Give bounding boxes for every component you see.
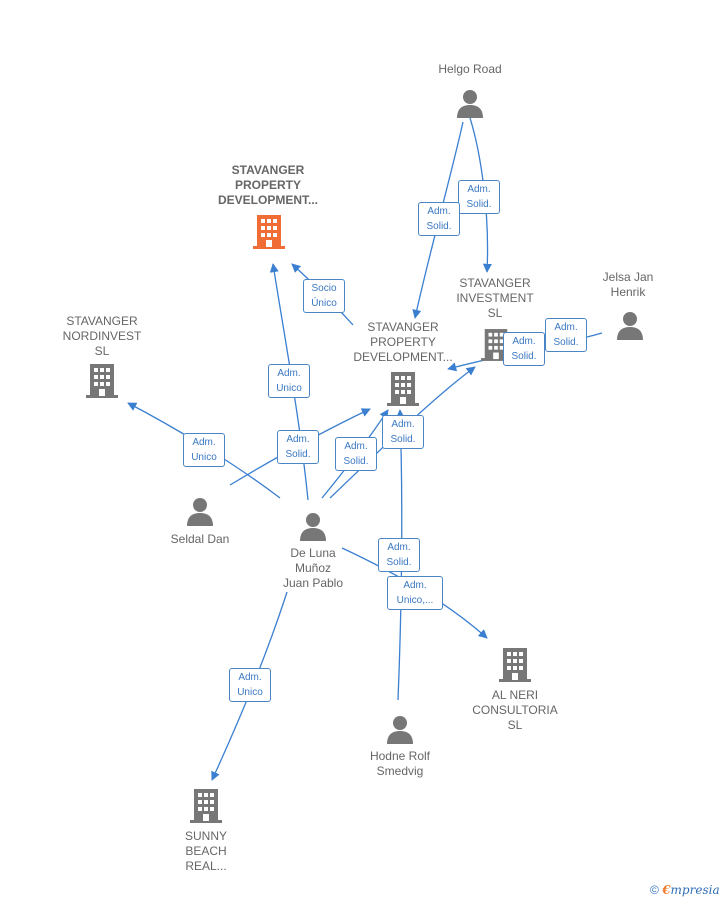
empresia-logo[interactable]: © €mpresia [650,883,720,897]
node-label: AL NERI CONSULTORIA SL [472,688,558,732]
edge-label-property2-main[interactable]: Socio Único [303,279,345,313]
person-icon [617,312,643,340]
node-helgo-road[interactable]: Helgo Road [420,62,520,122]
node-label: Seldal Dan [170,532,230,546]
copyright-icon: © [650,883,659,897]
node-hodne-rolf[interactable]: Hodne Rolf Smedvig [358,714,442,780]
node-label: Helgo Road [438,62,502,76]
person-icon [457,90,483,118]
edge-label-deluna-main[interactable]: Adm. Unico [268,364,310,398]
node-seldal-dan[interactable]: Seldal Dan [160,496,240,548]
building-icon [387,372,419,406]
building-icon [499,648,531,682]
node-al-neri[interactable]: AL NERI CONSULTORIA SL [465,648,565,734]
edge-label-helgo-investment[interactable]: Adm. Solid. [458,180,500,214]
node-label: STAVANGER PROPERTY DEVELOPMENT... [217,163,318,207]
edge-label-helgo-property2[interactable]: Adm. Solid. [418,202,460,236]
node-label: STAVANGER NORDINVEST SL [62,314,142,358]
node-label: De Luna Muñoz Juan Pablo [282,546,344,590]
node-jelsa-jan-henrik[interactable]: Jelsa Jan Henrik [588,270,668,342]
node-sunny-beach[interactable]: SUNNY BEACH REAL... [166,789,246,875]
edge-label-deluna-investment[interactable]: Adm. Solid. [503,332,545,366]
edge-label-deluna-property2[interactable]: Adm. Solid. [335,437,377,471]
edge-label-hodne-property2[interactable]: Adm. Solid. [382,415,424,449]
building-icon [190,789,222,823]
building-icon [86,364,118,398]
edge-label-deluna-nordinvest[interactable]: Adm. Unico [183,433,225,467]
node-label: STAVANGER PROPERTY DEVELOPMENT... [353,320,453,364]
brand-name: €mpresia [662,883,720,897]
person-icon [187,498,213,526]
person-icon [387,716,413,744]
node-de-luna[interactable]: De Luna Muñoz Juan Pablo [270,511,356,593]
person-icon [300,513,326,541]
edge-label-seldal-property2[interactable]: Adm. Solid. [277,430,319,464]
node-stavanger-property-2[interactable]: STAVANGER PROPERTY DEVELOPMENT... [343,320,463,410]
edge-label-deluna-sunny[interactable]: Adm. Unico [229,668,271,702]
building-icon [253,215,285,249]
edge-label-hodne-property2-b[interactable]: Adm. Solid. [378,538,420,572]
node-label: SUNNY BEACH REAL... [184,829,227,873]
edge-label-jelsa-investment[interactable]: Adm. Solid. [545,318,587,352]
node-stavanger-investment[interactable]: STAVANGER INVESTMENT SL [445,276,545,366]
node-label: Jelsa Jan Henrik [602,270,654,299]
node-label: Hodne Rolf Smedvig [369,749,431,778]
node-stavanger-nordinvest[interactable]: STAVANGER NORDINVEST SL [52,314,152,402]
node-label: STAVANGER INVESTMENT SL [456,276,534,320]
node-stavanger-property-main[interactable]: STAVANGER PROPERTY DEVELOPMENT... [198,163,338,253]
building-icon [481,329,511,361]
edge-label-deluna-alneri[interactable]: Adm. Unico,... [387,576,443,610]
